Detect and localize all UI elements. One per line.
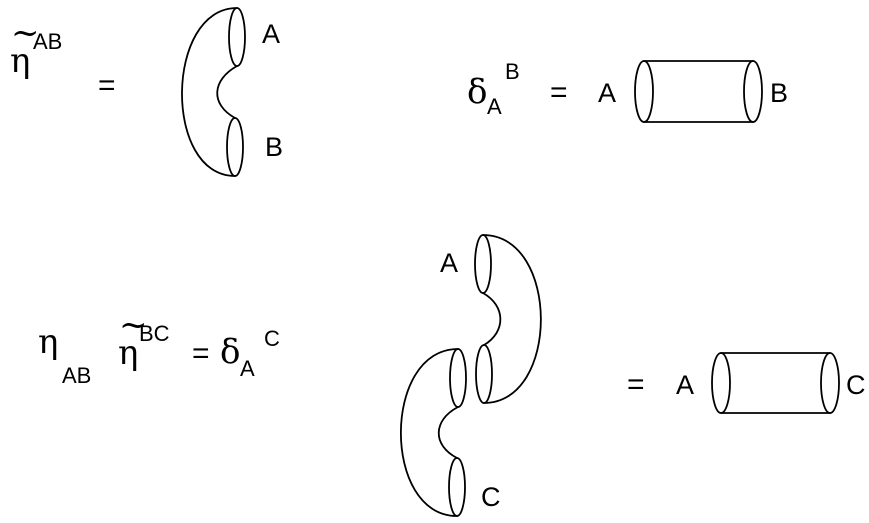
tube-inner-wall xyxy=(437,406,459,459)
eta-tilde-symbol: η xyxy=(118,333,138,373)
tube-outer-wall xyxy=(181,7,238,177)
equals-sign: = xyxy=(192,337,210,370)
delta-superscript: C xyxy=(264,326,280,351)
eta-tilde-superscript: AB xyxy=(33,29,62,54)
delta-subscript: A xyxy=(487,94,502,119)
delta-symbol: δ xyxy=(467,72,487,112)
tilde-mark: ~ xyxy=(119,305,148,345)
tilde-mark: ~ xyxy=(11,13,40,53)
cup-tube xyxy=(399,348,467,517)
cylinder-tube xyxy=(634,60,763,123)
tube-end-top xyxy=(449,348,467,408)
eta-subscript: AB xyxy=(62,363,91,388)
equals-sign: = xyxy=(98,69,116,102)
tube-end-top xyxy=(474,234,492,294)
tube-end-bottom xyxy=(226,117,244,177)
tube-outer-wall xyxy=(482,234,542,404)
cylinder-end-left xyxy=(711,352,731,414)
eta-tilde-superscript: BC xyxy=(139,321,170,346)
delta-symbol: δ xyxy=(220,332,240,372)
label-b: B xyxy=(770,78,788,108)
cup-tube xyxy=(181,7,246,177)
label-c: C xyxy=(846,370,866,400)
tube-outer-wall xyxy=(399,348,459,517)
label-c: C xyxy=(481,482,501,512)
equation-eta-tilde: η ~ AB = A B xyxy=(10,7,283,177)
eta-symbol: η xyxy=(38,322,58,362)
tube-inner-wall xyxy=(216,65,238,119)
cylinder-tube xyxy=(711,352,840,414)
label-a: A xyxy=(676,370,694,400)
equals-sign: = xyxy=(550,76,568,109)
cylinder-end-left xyxy=(634,60,654,123)
cap-tube xyxy=(474,234,542,404)
eta-symbol: η xyxy=(10,41,30,81)
label-a: A xyxy=(440,248,458,278)
delta-superscript: B xyxy=(505,59,520,84)
tube-inner-wall xyxy=(482,292,502,346)
tube-end-bottom xyxy=(475,344,493,404)
label-a: A xyxy=(598,78,616,108)
cylinder-end-right xyxy=(743,60,763,123)
label-a: A xyxy=(262,19,280,49)
tube-end-top xyxy=(228,7,246,67)
equation-composition: η AB η ~ BC = δ A C A C = A xyxy=(38,234,866,517)
cylinder-end-right xyxy=(820,352,840,414)
label-b: B xyxy=(265,132,283,162)
tube-end-bottom xyxy=(448,457,466,517)
delta-subscript: A xyxy=(240,356,255,381)
equals-sign: = xyxy=(627,368,645,401)
equation-delta: δ A B = A B xyxy=(467,59,788,123)
